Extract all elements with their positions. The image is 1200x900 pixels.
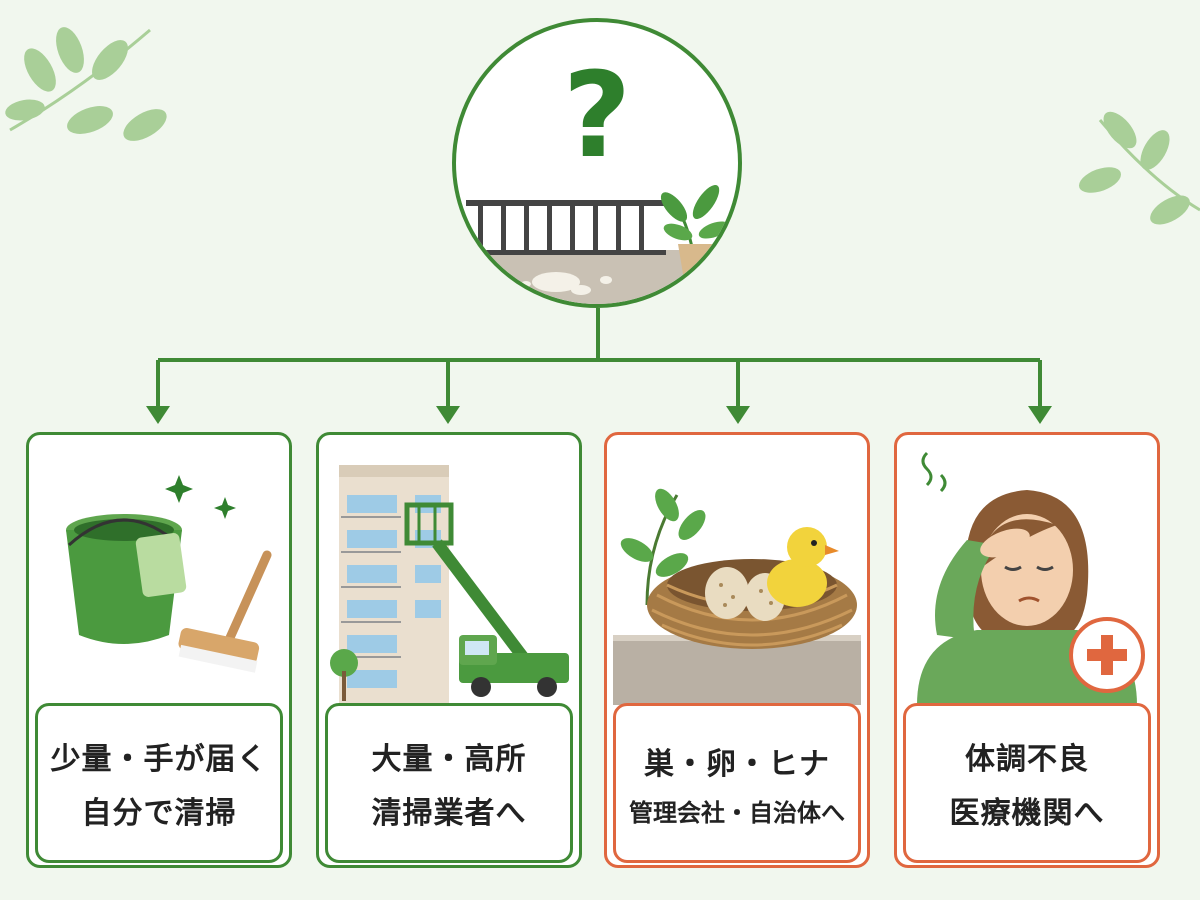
leaf-branch-decoration: [1078, 111, 1200, 225]
option-label: 巣・卵・ヒナ 管理会社・自治体へ: [613, 703, 861, 863]
sick-person-medical-icon: [917, 451, 1145, 705]
problem-circle: ?: [452, 18, 742, 308]
question-mark-icon: ?: [562, 46, 632, 184]
building-and-aerial-lift-icon: [330, 465, 569, 705]
option-action: 管理会社・自治体へ: [629, 798, 845, 827]
option-condition: 少量・手が届く: [50, 742, 268, 777]
option-action: 自分で清掃: [81, 796, 237, 831]
option-card-self-cleaning: 少量・手が届く 自分で清掃: [26, 432, 292, 868]
option-condition: 大量・高所: [371, 742, 527, 777]
option-condition: 巣・卵・ヒナ: [644, 746, 830, 782]
option-card-cleaning-contractor: 大量・高所 清掃業者へ: [316, 432, 582, 868]
option-label: 少量・手が届く 自分で清掃: [35, 703, 283, 863]
leaf-branch-decoration: [5, 27, 167, 141]
option-card-medical: 体調不良 医療機関へ: [894, 432, 1160, 868]
balcony-bird-droppings-icon: [456, 184, 738, 304]
option-condition: 体調不良: [965, 742, 1089, 777]
option-card-management-company: 巣・卵・ヒナ 管理会社・自治体へ: [604, 432, 870, 868]
nest-with-eggs-and-chick-icon: [613, 488, 861, 705]
option-action: 医療機関へ: [949, 796, 1105, 831]
flow-connectors: [146, 308, 1052, 424]
bucket-and-brush-icon: [66, 475, 272, 673]
option-label: 大量・高所 清掃業者へ: [325, 703, 573, 863]
option-action: 清掃業者へ: [371, 796, 527, 831]
option-label: 体調不良 医療機関へ: [903, 703, 1151, 863]
